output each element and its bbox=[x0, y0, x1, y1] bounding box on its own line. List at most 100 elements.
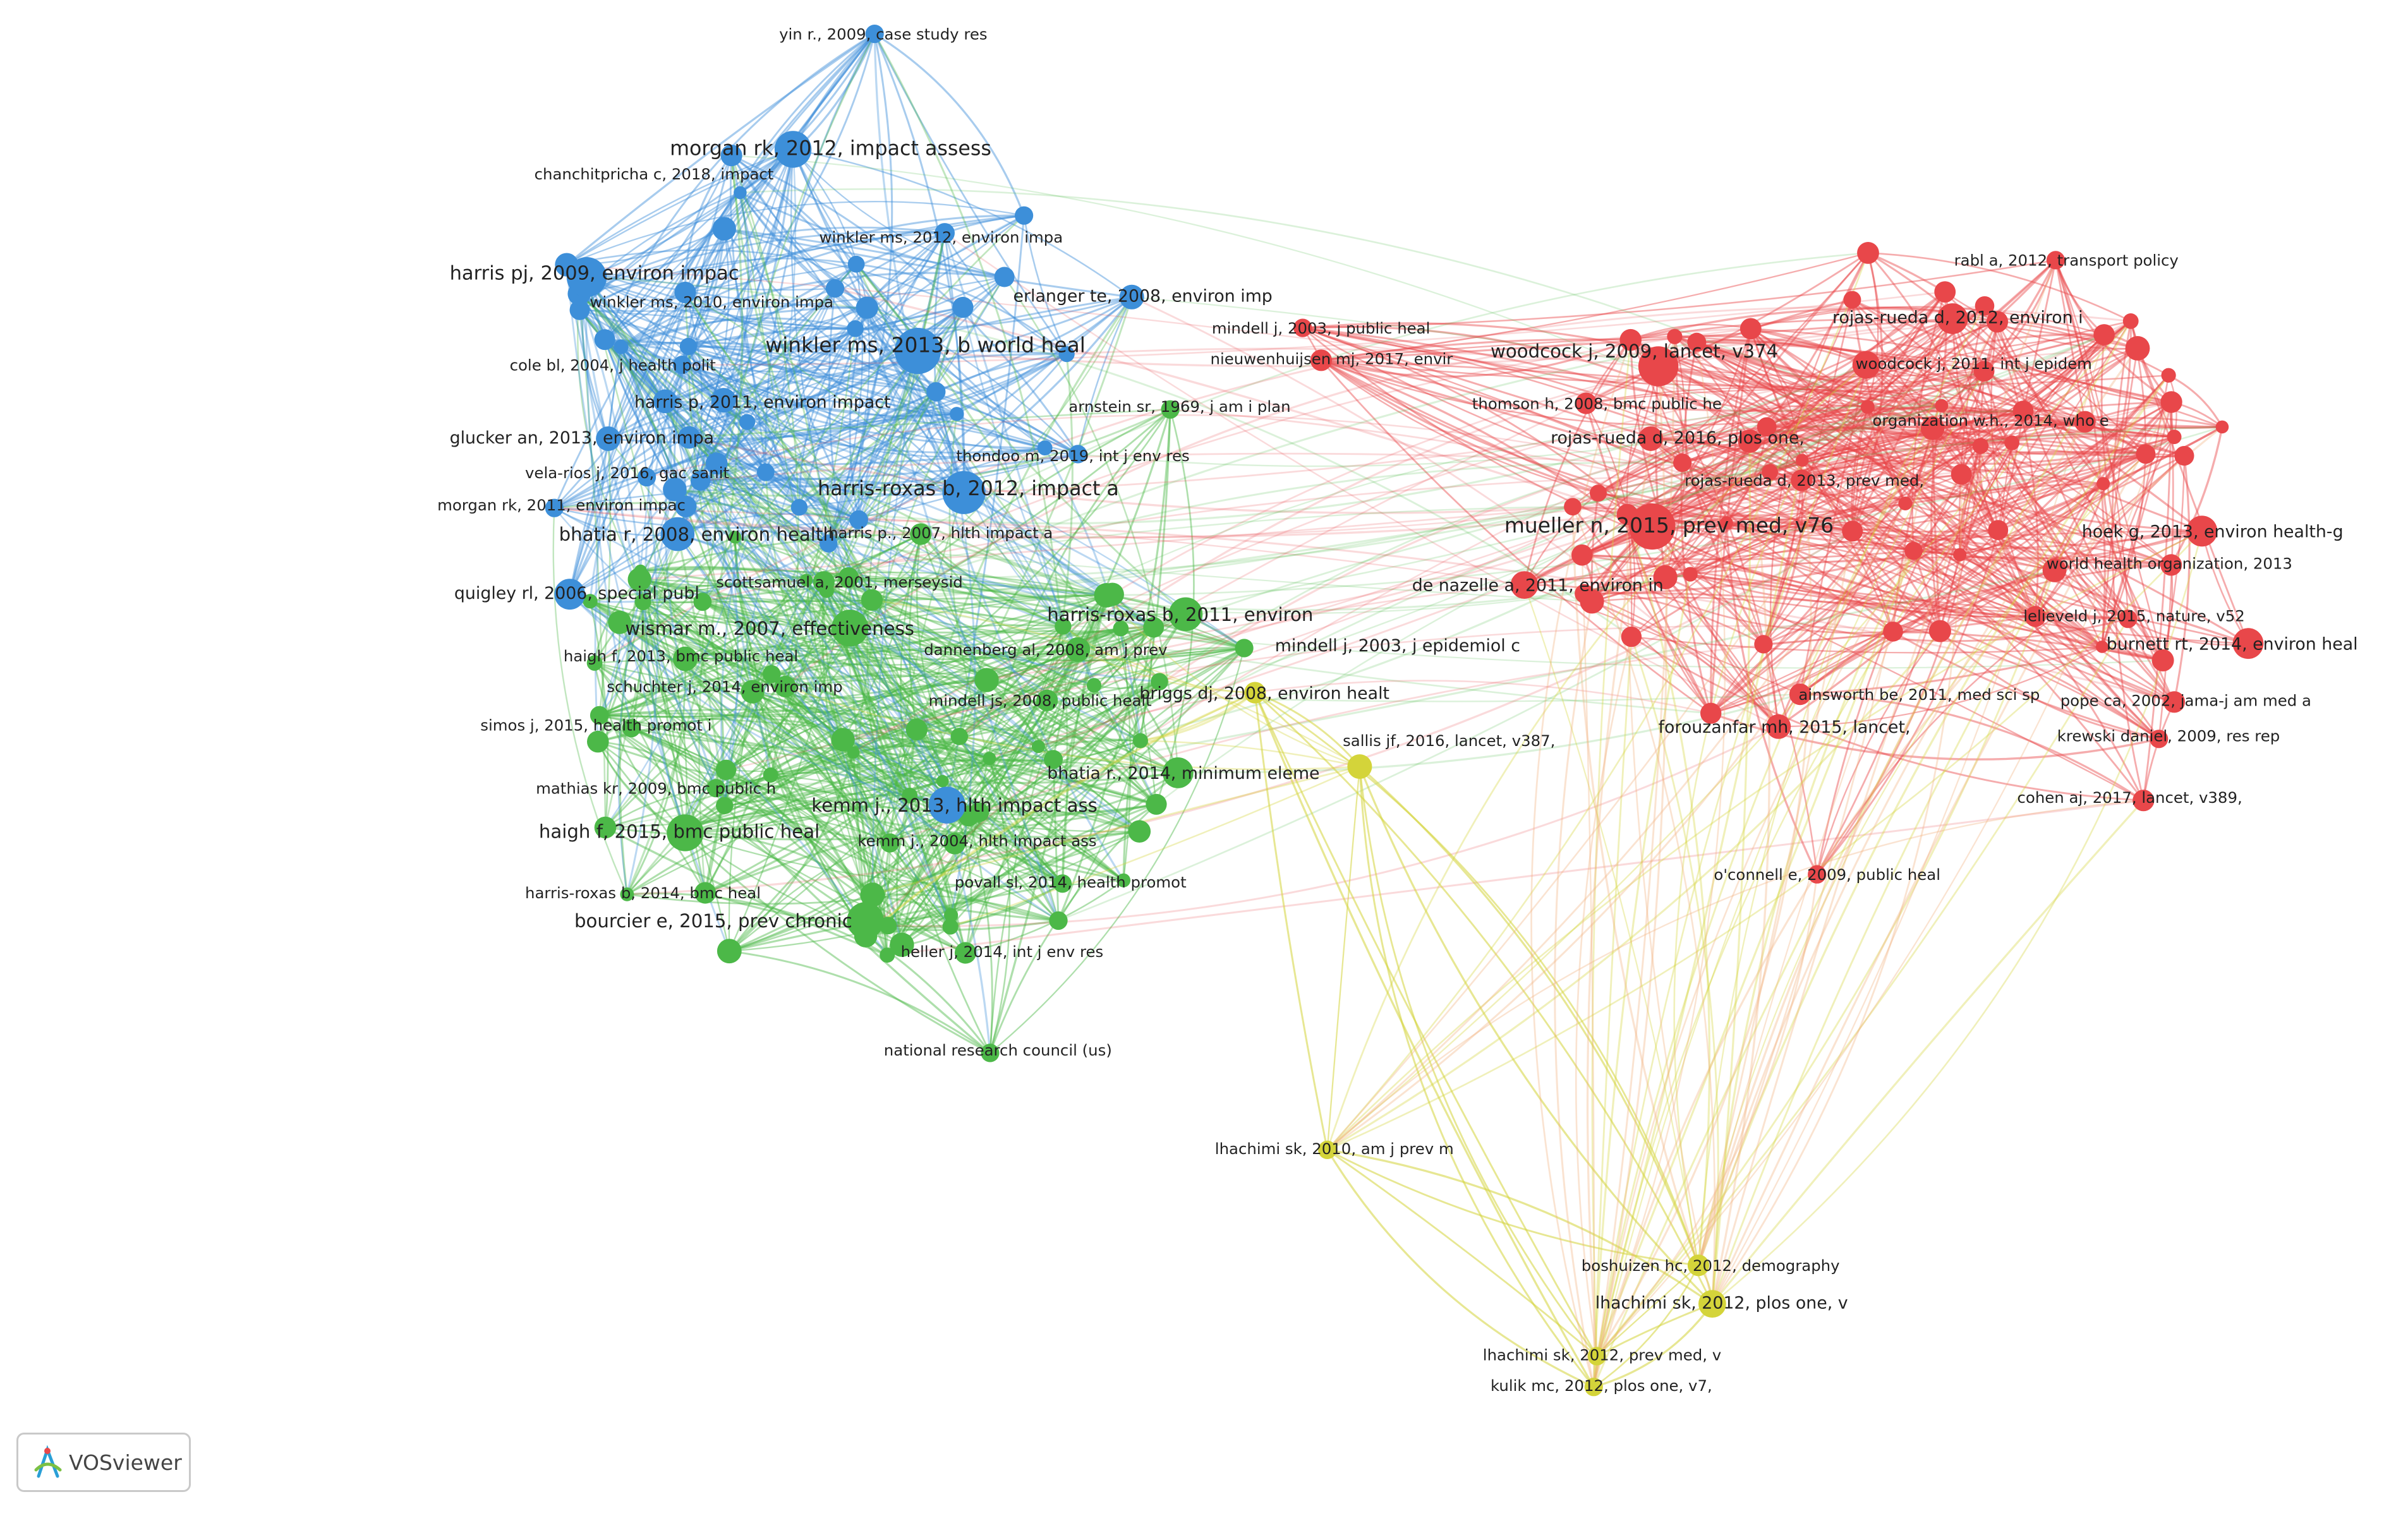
node-label-g4[interactable]: wismar m., 2007, effectiveness bbox=[625, 618, 914, 639]
node-label-b10[interactable]: harris p, 2011, environ impact bbox=[634, 393, 891, 412]
node-label-b15[interactable]: morgan rk, 2011, environ impac bbox=[437, 496, 686, 514]
node-unlabeled[interactable] bbox=[1883, 622, 1903, 642]
node-label-g3[interactable]: scottsamuel a, 2001, merseysid bbox=[716, 573, 963, 591]
node-unlabeled[interactable] bbox=[741, 680, 765, 704]
node-unlabeled[interactable] bbox=[1128, 820, 1151, 843]
node-unlabeled[interactable] bbox=[1975, 296, 1995, 316]
node-b10[interactable] bbox=[711, 388, 736, 413]
node-unlabeled[interactable] bbox=[1720, 516, 1733, 530]
node-y6[interactable] bbox=[1587, 1347, 1606, 1366]
node-unlabeled[interactable] bbox=[594, 329, 615, 351]
node-g16[interactable] bbox=[1053, 874, 1072, 893]
node-unlabeled[interactable] bbox=[620, 887, 634, 901]
node-unlabeled[interactable] bbox=[944, 908, 959, 922]
node-unlabeled[interactable] bbox=[729, 531, 742, 544]
node-label-r13[interactable]: de nazelle a, 2011, environ in bbox=[1412, 576, 1664, 596]
node-b2[interactable] bbox=[774, 131, 812, 168]
node-b15[interactable] bbox=[545, 498, 564, 517]
node-label-b1[interactable]: yin r., 2009, case study res bbox=[779, 25, 987, 43]
node-unlabeled[interactable] bbox=[1132, 733, 1148, 749]
node-unlabeled[interactable] bbox=[677, 426, 701, 449]
node-r19[interactable] bbox=[1766, 714, 1791, 739]
node-label-b11[interactable]: glucker an, 2013, environ impa bbox=[450, 428, 715, 448]
node-g14[interactable] bbox=[667, 814, 704, 851]
node-unlabeled[interactable] bbox=[1904, 541, 1923, 560]
node-label-g14[interactable]: haigh f, 2015, bmc public heal bbox=[539, 821, 820, 843]
node-g1[interactable] bbox=[1161, 400, 1180, 419]
node-unlabeled[interactable] bbox=[1571, 544, 1593, 566]
node-unlabeled[interactable] bbox=[608, 610, 632, 634]
node-label-g20[interactable]: national research council (us) bbox=[884, 1041, 1112, 1059]
node-unlabeled[interactable] bbox=[715, 759, 737, 781]
node-unlabeled[interactable] bbox=[2096, 477, 2110, 491]
node-unlabeled[interactable] bbox=[860, 882, 885, 907]
node-label-b5[interactable]: harris pj, 2009, environ impac bbox=[450, 262, 739, 284]
node-unlabeled[interactable] bbox=[717, 939, 742, 964]
node-b16[interactable] bbox=[660, 517, 695, 551]
node-unlabeled[interactable] bbox=[614, 339, 629, 354]
node-g18[interactable] bbox=[847, 902, 884, 939]
node-b7[interactable] bbox=[674, 281, 696, 304]
node-unlabeled[interactable] bbox=[994, 267, 1015, 287]
node-y3[interactable] bbox=[1318, 1140, 1337, 1159]
node-unlabeled[interactable] bbox=[1988, 520, 2009, 540]
node-unlabeled[interactable] bbox=[2042, 558, 2067, 582]
node-label-g10[interactable]: mindell js, 2008, public healt bbox=[929, 692, 1152, 710]
node-unlabeled[interactable] bbox=[1687, 332, 1707, 352]
node-unlabeled[interactable] bbox=[926, 382, 946, 402]
node-unlabeled[interactable] bbox=[1564, 498, 1582, 516]
node-unlabeled[interactable] bbox=[1796, 454, 1809, 467]
node-b9[interactable] bbox=[673, 356, 692, 375]
node-b6[interactable] bbox=[1119, 284, 1144, 310]
node-unlabeled[interactable] bbox=[712, 217, 736, 241]
node-r22[interactable] bbox=[1808, 865, 1827, 884]
node-unlabeled[interactable] bbox=[1667, 328, 1683, 344]
node-label-r8[interactable]: organization w.h., 2014, who e bbox=[1872, 411, 2109, 430]
node-label-y7[interactable]: kulik mc, 2012, plos one, v7, bbox=[1491, 1376, 1712, 1395]
node-label-r12[interactable]: hoek g, 2013, environ health-g bbox=[2082, 522, 2344, 541]
node-label-b12[interactable]: thondoo m, 2019, int j env res bbox=[956, 447, 1189, 465]
node-unlabeled[interactable] bbox=[587, 730, 609, 753]
node-label-r2[interactable]: nieuwenhuijsen mj, 2017, envir bbox=[1211, 350, 1454, 368]
node-label-g12[interactable]: bhatia r., 2014, minimum eleme bbox=[1047, 764, 1319, 783]
node-g12[interactable] bbox=[1162, 757, 1194, 788]
node-unlabeled[interactable] bbox=[1857, 242, 1879, 264]
node-unlabeled[interactable] bbox=[1580, 589, 1604, 614]
node-g8[interactable] bbox=[774, 675, 796, 697]
node-label-g15[interactable]: kemm j., 2004, hlth impact ass bbox=[857, 831, 1096, 850]
node-r3[interactable] bbox=[2046, 251, 2065, 270]
node-label-b14[interactable]: harris-roxas b, 2012, impact a bbox=[818, 478, 1119, 500]
node-g7[interactable] bbox=[1065, 637, 1091, 662]
node-unlabeled[interactable] bbox=[679, 337, 698, 356]
node-b14[interactable] bbox=[942, 471, 986, 514]
node-label-g5[interactable]: harris-roxas b, 2011, environ bbox=[1047, 604, 1313, 625]
node-r10[interactable] bbox=[1791, 469, 1813, 491]
node-label-g11[interactable]: simos j, 2015, health promot i bbox=[480, 716, 711, 735]
node-label-r3[interactable]: rabl a, 2012, transport policy bbox=[1954, 251, 2179, 270]
node-unlabeled[interactable] bbox=[847, 746, 860, 759]
node-unlabeled[interactable] bbox=[880, 833, 900, 853]
node-unlabeled[interactable] bbox=[935, 223, 955, 243]
node-unlabeled[interactable] bbox=[569, 299, 590, 320]
node-unlabeled[interactable] bbox=[2161, 368, 2176, 383]
node-unlabeled[interactable] bbox=[800, 574, 813, 587]
node-unlabeled[interactable] bbox=[1031, 740, 1045, 754]
node-unlabeled[interactable] bbox=[1843, 291, 1861, 309]
node-unlabeled[interactable] bbox=[825, 279, 845, 298]
node-unlabeled[interactable] bbox=[1049, 911, 1068, 930]
node-label-r18[interactable]: pope ca, 2002, jama-j am med a bbox=[2060, 692, 2311, 710]
node-g2[interactable] bbox=[910, 523, 932, 545]
node-unlabeled[interactable] bbox=[756, 463, 775, 481]
node-label-g6[interactable]: haigh f, 2013, bmc public heal bbox=[564, 647, 798, 665]
node-label-r4[interactable]: rojas-rueda d, 2012, environ i bbox=[1832, 308, 2083, 328]
node-unlabeled[interactable] bbox=[847, 320, 864, 337]
node-unlabeled[interactable] bbox=[1953, 548, 1967, 562]
node-unlabeled[interactable] bbox=[653, 389, 677, 414]
node-unlabeled[interactable] bbox=[983, 752, 996, 766]
node-unlabeled[interactable] bbox=[1951, 464, 1972, 485]
node-unlabeled[interactable] bbox=[1094, 583, 1119, 608]
node-label-r14[interactable]: world health organization, 2013 bbox=[2047, 555, 2292, 573]
node-unlabeled[interactable] bbox=[1151, 673, 1168, 690]
node-unlabeled[interactable] bbox=[2151, 649, 2174, 671]
node-r9[interactable] bbox=[1638, 426, 1663, 451]
